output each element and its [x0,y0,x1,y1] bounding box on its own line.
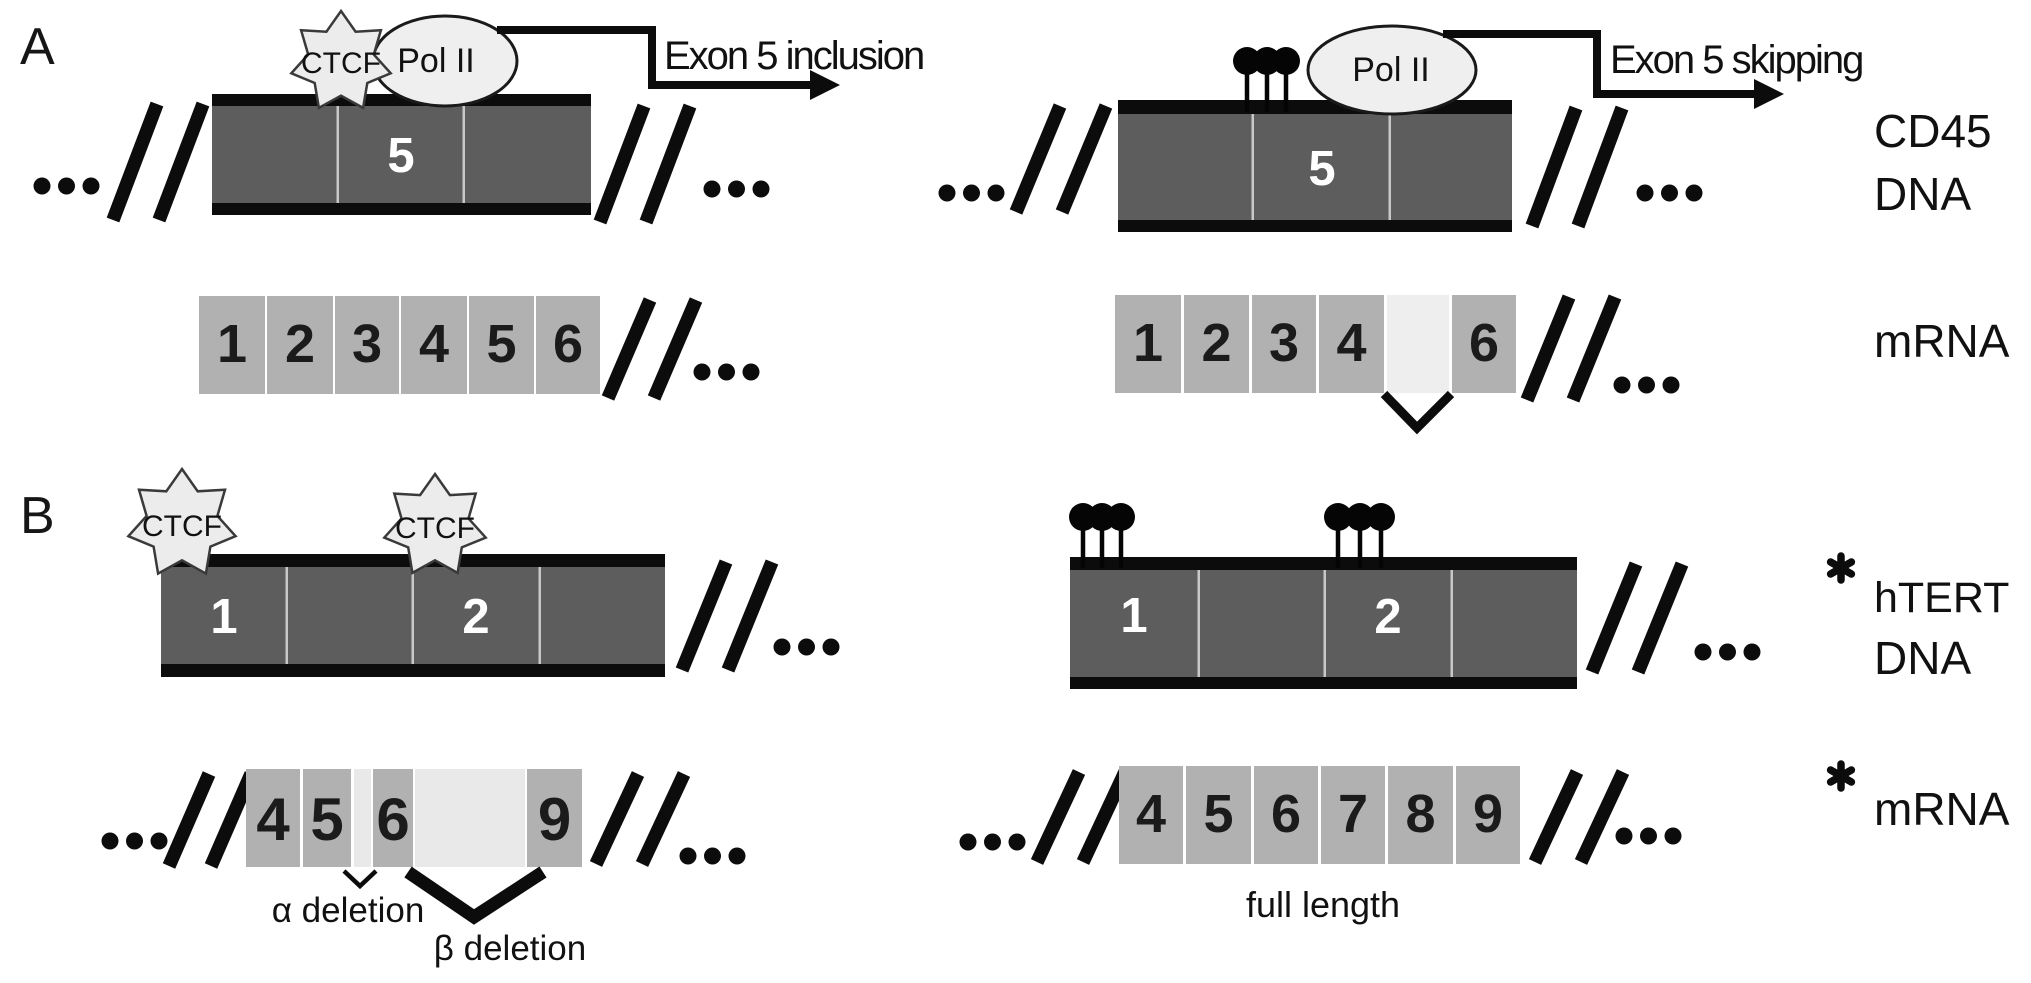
svg-text:mRNA: mRNA [1874,783,2010,835]
svg-text:CTCF: CTCF [142,510,222,543]
svg-text:DNA: DNA [1874,168,1971,220]
svg-text:5: 5 [387,129,414,183]
svg-text:α deletion: α deletion [272,891,425,930]
svg-text:hTERT: hTERT [1874,574,2009,622]
svg-text:1: 1 [210,590,237,644]
svg-text:8: 8 [1405,784,1435,844]
svg-text:1: 1 [1120,589,1147,643]
svg-text:CD45: CD45 [1874,105,1992,157]
svg-text:mRNA: mRNA [1874,315,2010,367]
svg-text:Exon 5 inclusion: Exon 5 inclusion [664,34,923,78]
svg-text:7: 7 [1338,784,1368,844]
svg-text:5: 5 [1308,142,1335,196]
svg-text:2: 2 [285,314,315,374]
svg-text:CTCF: CTCF [395,512,475,545]
svg-text:5: 5 [310,786,343,853]
svg-text:2: 2 [1201,313,1231,373]
svg-text:6: 6 [1469,313,1499,373]
svg-text:6: 6 [553,314,583,374]
svg-text:5: 5 [1203,784,1233,844]
svg-text:9: 9 [538,786,571,853]
svg-text:4: 4 [1336,313,1366,373]
svg-text:β deletion: β deletion [434,929,586,968]
svg-text:5: 5 [486,314,516,374]
svg-text:Pol II: Pol II [397,42,474,80]
svg-text:2: 2 [462,590,489,644]
svg-text:DNA: DNA [1874,632,1971,684]
svg-text:1: 1 [1133,313,1163,373]
svg-text:6: 6 [376,786,409,853]
svg-text:4: 4 [1136,784,1166,844]
svg-text:B: B [20,487,55,545]
svg-text:A: A [20,18,55,76]
svg-text:1: 1 [217,314,247,374]
svg-text:CTCF: CTCF [301,47,381,80]
svg-text:Exon 5 skipping: Exon 5 skipping [1610,38,1862,82]
svg-text:3: 3 [352,314,382,374]
svg-text:2: 2 [1374,590,1401,644]
svg-text:9: 9 [1473,784,1503,844]
svg-text:4: 4 [419,314,449,374]
svg-text:Pol II: Pol II [1352,51,1429,89]
svg-text:3: 3 [1269,313,1299,373]
svg-text:6: 6 [1271,784,1301,844]
svg-text:4: 4 [256,786,290,853]
svg-text:full length: full length [1246,884,1400,925]
